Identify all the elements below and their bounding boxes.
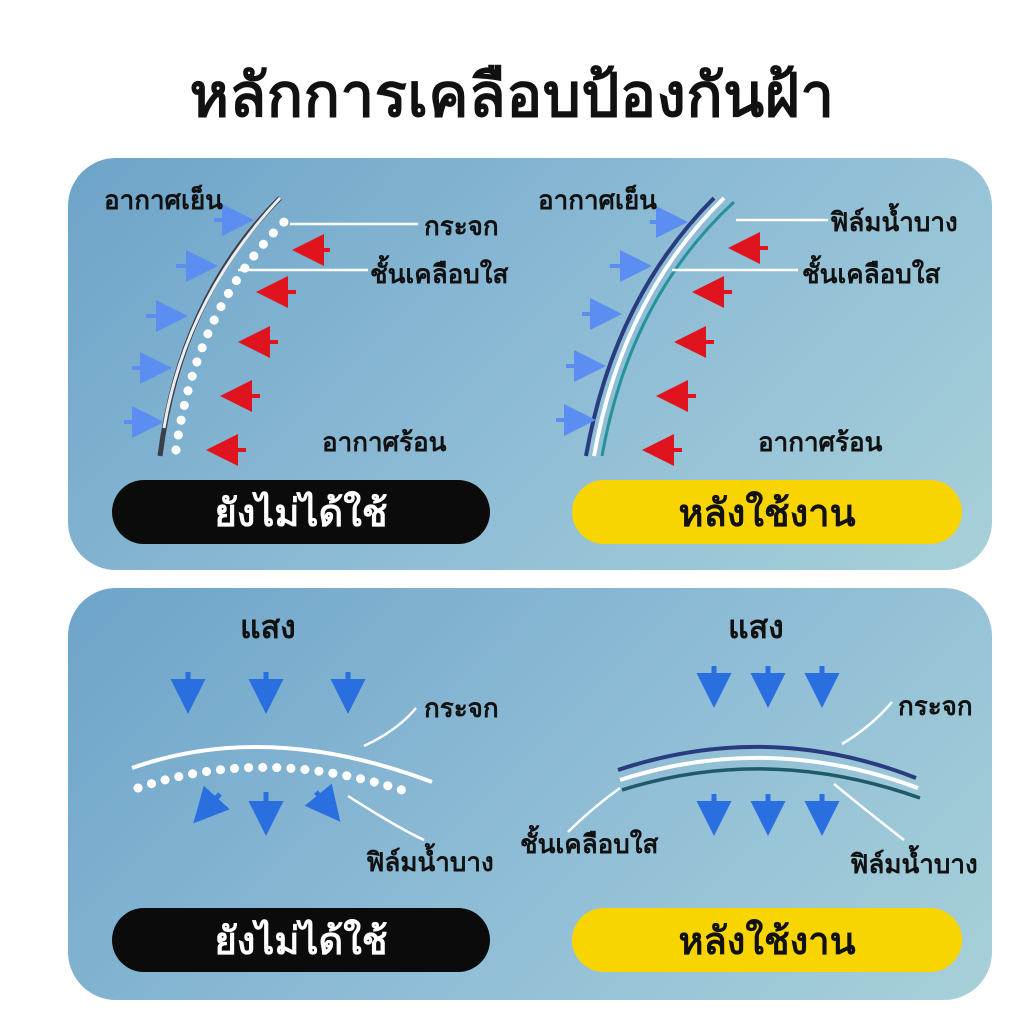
right-light-arrows-in bbox=[696, 666, 840, 708]
left-droplets bbox=[171, 215, 291, 455]
label-glass-bottom-left: กระจก bbox=[424, 694, 499, 724]
temperature-diagram bbox=[124, 196, 828, 466]
left-glass bbox=[157, 196, 282, 457]
panel-temperature: อากาศเย็น กระจก ชั้นเคลือบใส อากาศร้อน อ… bbox=[68, 158, 992, 570]
right-glass bbox=[584, 196, 736, 457]
right-cold-arrows bbox=[556, 206, 688, 436]
left-light-arrows-in bbox=[170, 672, 366, 714]
right-light-arrows-out bbox=[696, 794, 840, 836]
label-clear-coat-left: ชั้นเคลือบใส bbox=[370, 260, 509, 290]
right-light-leader-lines bbox=[567, 701, 905, 841]
label-hot-air-left: อากาศร้อน bbox=[322, 428, 447, 458]
left-leader-lines bbox=[238, 222, 418, 272]
label-water-film-right: ฟิล์มน้ำบาง bbox=[830, 208, 958, 238]
label-glass-bottom-right: กระจก bbox=[898, 692, 973, 722]
light-diagram bbox=[131, 666, 921, 842]
label-clear-coat-right: ชั้นเคลือบใส bbox=[802, 260, 941, 290]
label-water-film-bottom-right: ฟิล์มน้ำบาง bbox=[850, 850, 978, 880]
left-hot-arrows bbox=[206, 234, 330, 466]
status-badge-before-light: ยังไม่ได้ใช้ bbox=[112, 908, 490, 972]
status-badge-before: ยังไม่ได้ใช้ bbox=[112, 480, 490, 544]
left-cold-arrows bbox=[124, 204, 254, 438]
page-title: หลักการเคลือบป้องกันฝ้า bbox=[189, 61, 835, 131]
right-hot-arrows bbox=[642, 232, 768, 466]
label-light-right: แสง bbox=[728, 608, 784, 646]
right-glass-curve bbox=[617, 744, 921, 800]
label-hot-air-right: อากาศร้อน bbox=[758, 428, 883, 458]
status-badge-after-light: หลังใช้งาน bbox=[572, 908, 962, 972]
label-cold-air-left: อากาศเย็น bbox=[104, 186, 223, 216]
left-light-leader-lines bbox=[347, 707, 425, 842]
left-light-arrows-scattered bbox=[193, 783, 341, 836]
panel-light: แสง กระจก ฟิล์มน้ำบาง แสง กระจก ชั้นเคลื… bbox=[68, 588, 992, 1000]
left-glass-curve bbox=[131, 745, 433, 799]
status-badge-after: หลังใช้งาน bbox=[572, 480, 962, 544]
label-cold-air-right: อากาศเย็น bbox=[538, 186, 657, 216]
label-glass-left: กระจก bbox=[424, 212, 499, 242]
right-leader-lines bbox=[672, 218, 828, 272]
label-light-left: แสง bbox=[240, 608, 296, 646]
label-clear-coat-bottom-right: ชั้นเคลือบใส bbox=[520, 830, 659, 860]
label-water-film-bottom-left: ฟิล์มน้ำบาง bbox=[366, 848, 494, 878]
